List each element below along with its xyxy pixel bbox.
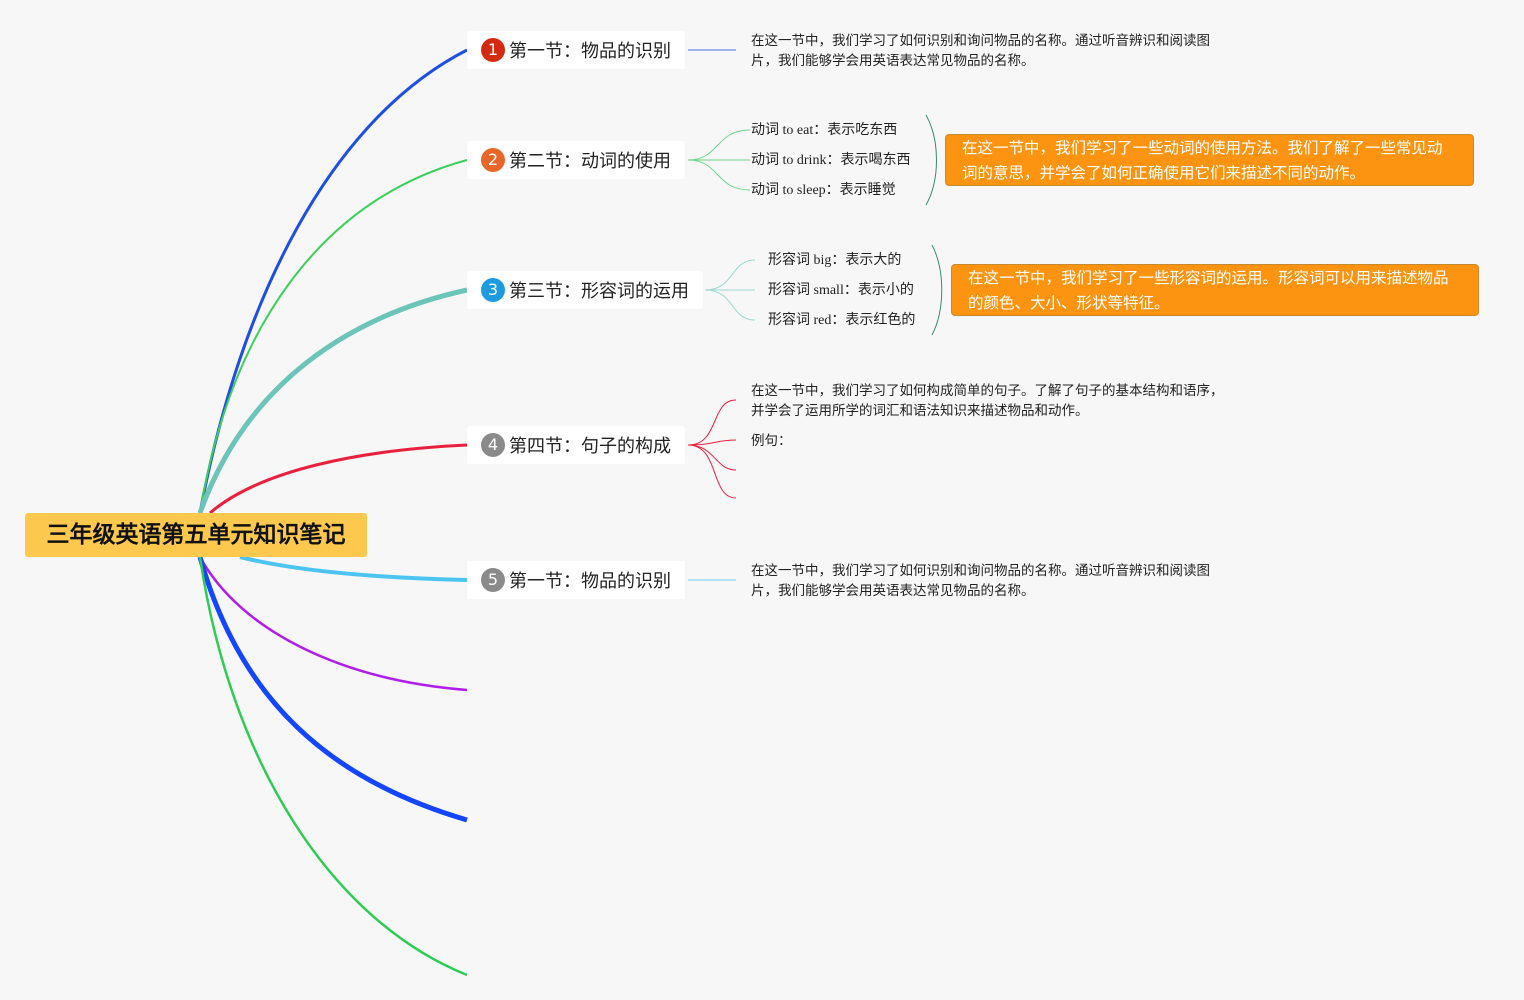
topic-label: 第四节：句子的构成 [509, 436, 671, 457]
summary-line: 词的意思，并学会了如何正确使用它们来描述不同的动作。 [962, 164, 1366, 182]
topic-label: 第一节：物品的识别 [509, 571, 671, 592]
number-badge-icon: 2 [481, 148, 505, 172]
summary-line: 的颜色、大小、形状等特征。 [968, 294, 1170, 312]
number-badge-icon: 3 [481, 278, 505, 302]
summary-section-2[interactable]: 在这一节中，我们学习了一些动词的使用方法。我们了解了一些常见动 词的意思，并学会… [945, 134, 1474, 186]
branch-line-1 [198, 48, 468, 514]
note-line: 片，我们能够学会用英语表达常见物品的名称。 [751, 583, 1035, 599]
note-section-4[interactable]: 在这一节中，我们学习了如何构成简单的句子。了解了句子的基本结构和语序， 并学会了… [751, 381, 1224, 421]
subtopic-item[interactable]: 动词 to eat：表示吃东西 [751, 123, 898, 138]
branch-line-2 [199, 159, 468, 514]
note-section-5[interactable]: 在这一节中，我们学习了如何识别和询问物品的名称。通过听音辨识和阅读图 片，我们能… [751, 561, 1210, 601]
topic-section-4[interactable]: 4 第四节：句子的构成 [467, 426, 685, 464]
number-badge-icon: 4 [481, 433, 505, 457]
branch-line-4 [209, 443, 468, 515]
subtopic-item[interactable]: 动词 to drink：表示喝东西 [751, 153, 911, 168]
topic-label: 第二节：动词的使用 [509, 151, 671, 172]
branch-line-5 [239, 555, 468, 582]
note-line: 片，我们能够学会用英语表达常见物品的名称。 [751, 53, 1035, 69]
topic-section-2[interactable]: 2 第二节：动词的使用 [467, 141, 685, 179]
note-line: 在这一节中，我们学习了如何构成简单的句子。了解了句子的基本结构和语序， [751, 383, 1224, 399]
branch-line-3 [197, 287, 468, 514]
number-badge-icon: 5 [481, 568, 505, 592]
topic-section-5[interactable]: 5 第一节：物品的识别 [467, 561, 685, 599]
subtopic-item[interactable]: 形容词 big：表示大的 [768, 253, 902, 268]
summary-line: 在这一节中，我们学习了一些动词的使用方法。我们了解了一些常见动 [962, 139, 1443, 157]
summary-section-3[interactable]: 在这一节中，我们学习了一些形容词的运用。形容词可以用来描述物品 的颜色、大小、形… [951, 264, 1479, 316]
topic-label: 第三节：形容词的运用 [509, 281, 689, 302]
topic-label: 第一节：物品的识别 [509, 41, 671, 62]
subtopic-item[interactable]: 动词 to sleep：表示睡觉 [751, 183, 896, 198]
branch-line-7 [197, 556, 468, 823]
topic-section-1[interactable]: 1 第一节：物品的识别 [467, 31, 685, 69]
branch-line-8 [198, 556, 468, 977]
root-topic[interactable]: 三年级英语第五单元知识笔记 [25, 513, 367, 557]
note-section-1[interactable]: 在这一节中，我们学习了如何识别和询问物品的名称。通过听音辨识和阅读图 片，我们能… [751, 31, 1210, 71]
note-line: 在这一节中，我们学习了如何识别和询问物品的名称。通过听音辨识和阅读图 [751, 563, 1210, 579]
note-line: 在这一节中，我们学习了如何识别和询问物品的名称。通过听音辨识和阅读图 [751, 33, 1210, 49]
subtopic-item[interactable]: 形容词 small：表示小的 [768, 283, 914, 298]
topic-section-3[interactable]: 3 第三节：形容词的运用 [467, 271, 703, 309]
subtopic-item[interactable]: 形容词 red：表示红色的 [768, 313, 916, 328]
number-badge-icon: 1 [481, 38, 505, 62]
note-line: 并学会了运用所学的词汇和语法知识来描述物品和动作。 [751, 403, 1089, 419]
summary-line: 在这一节中，我们学习了一些形容词的运用。形容词可以用来描述物品 [968, 269, 1449, 287]
branch-line-6 [198, 556, 468, 692]
example-label[interactable]: 例句： [751, 433, 792, 449]
